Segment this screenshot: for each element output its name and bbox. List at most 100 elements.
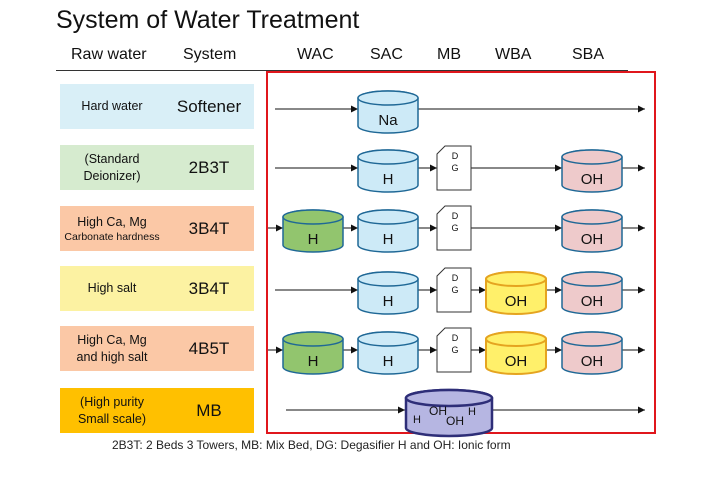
header-sac: SAC (370, 46, 403, 63)
header-sba: SBA (572, 46, 605, 63)
row-label-box: Hard water Softener (60, 84, 254, 129)
svg-text:G: G (451, 223, 458, 233)
header-mb: MB (437, 46, 461, 63)
inlet-arrowhead (479, 286, 486, 294)
svg-text:H: H (308, 231, 319, 248)
inlet-arrowhead (430, 286, 437, 294)
wac-tank: H (282, 331, 344, 375)
raw-water-label-line: (Standard (84, 151, 140, 166)
system-label: Softener (176, 96, 242, 116)
inlet-arrowhead (351, 286, 358, 294)
degasifier-unit: DG (436, 327, 472, 373)
raw-water-label-line: Deionizer) (83, 168, 141, 183)
page-title: System of Water Treatment (56, 6, 360, 34)
inlet-arrowhead (276, 224, 283, 232)
inlet-arrowhead (479, 346, 486, 354)
degasifier-unit: DG (436, 267, 472, 313)
svg-text:OH: OH (581, 231, 604, 248)
header-underline (56, 70, 628, 71)
raw-water-label-line: Small scale) (77, 411, 147, 426)
sba-tank: OH (561, 149, 623, 193)
svg-text:OH: OH (505, 293, 528, 310)
inlet-arrowhead (430, 224, 437, 232)
degasifier-unit: DG (436, 205, 472, 251)
flow-row: H DG OH OH (275, 267, 645, 315)
svg-text:D: D (452, 211, 459, 221)
system-label: MB (196, 400, 222, 420)
raw-water-label-line: and high salt (76, 349, 148, 364)
header-raw-water: Raw water (71, 46, 147, 63)
raw-water-sublabel: Carbonate hardness (64, 230, 160, 243)
raw-water-label: High Ca, Mg and high salt (60, 326, 164, 371)
svg-text:G: G (451, 163, 458, 173)
header-system: System (183, 46, 237, 63)
svg-text:H: H (383, 353, 394, 370)
svg-text:H: H (383, 231, 394, 248)
inlet-arrowhead (555, 286, 562, 294)
inlet-arrowhead (555, 346, 562, 354)
inlet-arrowhead (351, 346, 358, 354)
degasifier-unit: DG (436, 145, 472, 191)
raw-water-label-line: Hard water (81, 99, 143, 113)
sac-tank: H (357, 271, 419, 315)
svg-text:OH: OH (581, 353, 604, 370)
flow-row: H DG OH (275, 145, 645, 193)
svg-text:OH: OH (505, 353, 528, 370)
system-label: 2B3T (188, 157, 230, 177)
svg-text:D: D (452, 273, 459, 283)
svg-text:OH: OH (446, 414, 464, 428)
svg-text:Na: Na (378, 112, 398, 129)
inlet-arrowhead (398, 406, 405, 414)
system-label: 3B4T (188, 218, 230, 238)
inlet-arrowhead (555, 164, 562, 172)
svg-text:OH: OH (581, 171, 604, 188)
wac-tank: H (282, 209, 344, 253)
inlet-arrowhead (351, 105, 358, 113)
inlet-arrowhead (555, 224, 562, 232)
sba-tank: OH (561, 209, 623, 253)
wba-tank: OH (485, 331, 547, 375)
inlet-arrowhead (430, 346, 437, 354)
inlet-arrowhead (430, 164, 437, 172)
inlet-arrowhead (351, 164, 358, 172)
svg-text:H: H (308, 353, 319, 370)
sac-tank: H (357, 149, 419, 193)
inlet-arrowhead (351, 224, 358, 232)
raw-water-label-line: High Ca, Mg (77, 214, 147, 229)
raw-water-label-line: High salt (87, 281, 137, 295)
flow-row: Na (275, 90, 645, 134)
raw-water-label-line: (High purity (80, 394, 144, 409)
svg-text:OH: OH (581, 293, 604, 310)
svg-text:D: D (452, 151, 459, 161)
sac-tank: Na (357, 90, 419, 134)
system-label: 3B4T (188, 278, 230, 298)
raw-water-label: Hard water (60, 84, 164, 129)
sac-tank: H (357, 331, 419, 375)
svg-text:OH: OH (429, 404, 447, 418)
row-label-box: High salt 3B4T (60, 266, 254, 311)
svg-text:H: H (468, 406, 476, 418)
inlet-arrowhead (276, 346, 283, 354)
raw-water-label-line: High Ca, Mg (77, 332, 147, 347)
header-wac: WAC (297, 46, 334, 63)
wba-tank: OH (485, 271, 547, 315)
raw-water-label: High salt (60, 266, 164, 311)
svg-text:D: D (452, 333, 459, 343)
sac-tank: H (357, 209, 419, 253)
flow-row: H H DG OH (268, 205, 645, 253)
system-label: 4B5T (188, 338, 230, 358)
svg-text:H: H (383, 171, 394, 188)
svg-text:G: G (451, 345, 458, 355)
sba-tank: OH (561, 331, 623, 375)
svg-text:H: H (383, 293, 394, 310)
sba-tank: OH (561, 271, 623, 315)
